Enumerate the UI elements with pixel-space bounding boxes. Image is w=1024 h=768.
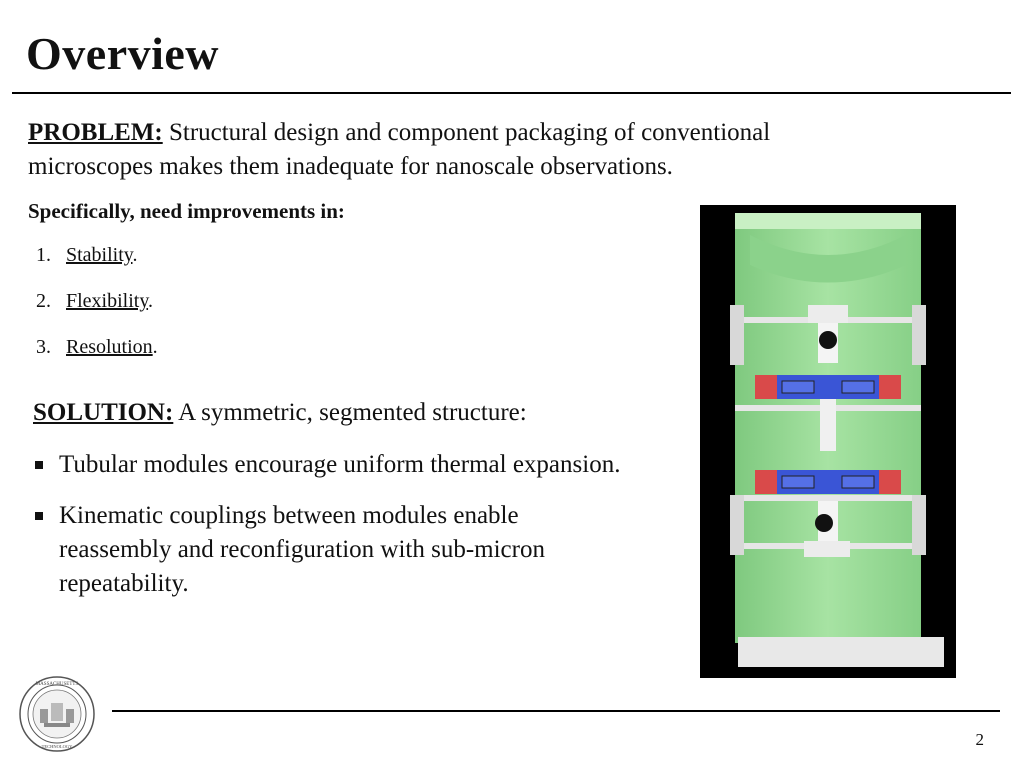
side-bracket [912,305,926,365]
problem-statement: PROBLEM: Structural design and component… [28,116,888,184]
improvements-list: 1. Stability. 2. Flexibility. 3. Resolution… [36,240,158,378]
kinematic-coupling [755,470,901,494]
page-number: 2 [975,730,985,749]
microscope-render [730,213,944,667]
item-suffix: . [132,244,138,266]
coupling-detail [781,475,815,489]
solution-bullets: Tubular modules encourage uniform therma… [33,448,623,618]
coupling-end [879,470,901,494]
item-suffix: . [148,290,154,312]
item-number: 2. [36,290,51,312]
item-word: Resolution [66,336,153,358]
svg-text:MASSACHUSETTS: MASSACHUSETTS [36,682,79,687]
coupling-end [879,375,901,399]
bullet-text: Tubular modules encourage uniform therma… [59,451,621,478]
side-bracket [730,305,744,365]
stage-aperture [819,331,837,349]
mit-seal-logo: MASSACHUSETTS TECHNOLOGY [19,676,95,752]
square-bullet-icon [35,512,43,520]
title-divider [12,92,1011,94]
microscope-cross-section-image [700,205,956,678]
footer-divider [112,710,1000,712]
coupling-detail [841,475,875,489]
item-word: Flexibility [66,290,149,312]
top-cap [735,213,921,229]
list-item: Tubular modules encourage uniform therma… [33,448,623,482]
coupling-end [755,470,777,494]
module-ring [735,495,921,501]
improvements-heading: Specifically, need improvements in: [28,199,345,223]
problem-label: PROBLEM: [28,119,163,146]
base-plate [738,637,944,667]
center-post [820,399,836,451]
item-word: Stability [66,244,133,266]
list-item: 2. Flexibility. [36,286,158,332]
square-bullet-icon [35,461,43,469]
item-number: 1. [36,244,51,266]
coupling-detail [781,380,815,394]
solution-text: A symmetric, segmented structure: [173,399,527,426]
list-item: 1. Stability. [36,240,158,286]
solution-label: SOLUTION: [33,399,174,426]
svg-text:TECHNOLOGY: TECHNOLOGY [42,744,73,749]
problem-text: Structural design and component packagin… [28,119,771,180]
list-item: Kinematic couplings between modules enab… [33,499,623,601]
slide-title: Overview [26,28,220,79]
coupling-end [755,375,777,399]
solution-statement: SOLUTION: A symmetric, segmented structu… [33,396,527,430]
inner-curve [750,235,906,283]
kinematic-coupling [755,375,901,399]
stage-part [804,541,850,557]
bullet-text: Kinematic couplings between modules enab… [59,502,545,597]
side-bracket [912,495,926,555]
item-number: 3. [36,336,51,358]
side-bracket [730,495,744,555]
item-suffix: . [152,336,158,358]
coupling-detail [841,380,875,394]
list-item: 3. Resolution. [36,332,158,378]
stage-part [808,305,848,323]
stage-aperture [815,514,833,532]
